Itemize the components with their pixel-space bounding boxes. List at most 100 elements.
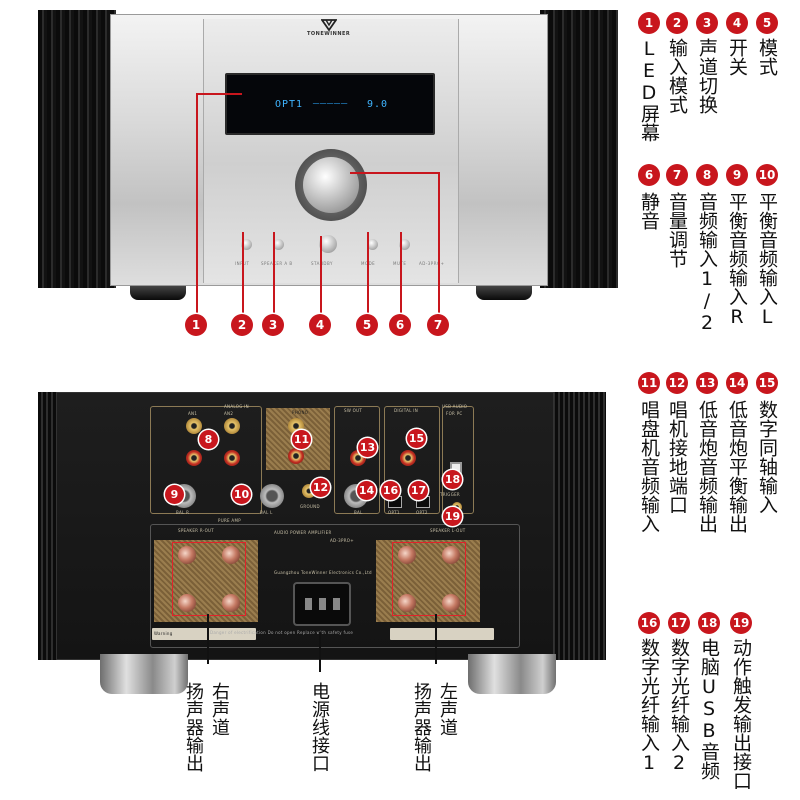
- legend-label-19: 动作触发输出接口: [730, 638, 752, 790]
- pure-amp-label: PURE AMP: [218, 518, 241, 523]
- speaker-l-out-label: SPEAKER L-OUT: [430, 528, 466, 533]
- opt2-label: OPT2: [416, 510, 428, 515]
- legend-label-8: 音频输入1/2: [696, 192, 718, 334]
- warning-plate-cn: [390, 628, 494, 640]
- l-speaker-b-minus[interactable]: [398, 594, 416, 612]
- ground-label: GROUND: [300, 504, 320, 509]
- legend-badge-18: 18: [698, 612, 720, 634]
- analog-in-label: ANALOG IN: [224, 404, 249, 409]
- usb-section: [442, 406, 474, 514]
- rear-foot-left: [100, 654, 188, 694]
- front-badge-3: 3: [262, 314, 284, 336]
- rear-left-heatsink: [38, 392, 58, 660]
- bal-r-label: BAL R: [176, 510, 190, 515]
- legend-label-18: 电脑USB音频: [698, 638, 720, 780]
- mute-button[interactable]: [399, 239, 410, 250]
- legend-badge-11: 11: [638, 372, 660, 394]
- legend-badge-14: 14: [726, 372, 748, 394]
- power-inlet[interactable]: [293, 582, 351, 626]
- legend-badge-2: 2: [666, 12, 688, 34]
- rear-badge-19: 19: [443, 507, 462, 526]
- l-speaker-a-minus[interactable]: [442, 594, 460, 612]
- legend-label-7: 音量调节: [666, 192, 688, 268]
- analog-in-section: [150, 406, 262, 514]
- legend-badge-15: 15: [756, 372, 778, 394]
- legend-label-10: 平衡音频输入L: [756, 192, 778, 328]
- an2-label: AN2: [224, 411, 234, 416]
- rear-foot-right: [468, 654, 556, 694]
- opt1-label: OPT1: [388, 510, 400, 515]
- speaker-ab-button[interactable]: [273, 239, 284, 250]
- legend-label-14: 低音炮平衡输出: [726, 400, 748, 533]
- l-speaker-a-plus[interactable]: [442, 546, 460, 564]
- bal-l-xlr[interactable]: [260, 484, 284, 508]
- mute-label: MUTE: [393, 261, 406, 266]
- model-label: AD-3PRO+: [419, 261, 445, 266]
- coax-in-jack[interactable]: [400, 450, 416, 466]
- phono-label: PHONO: [292, 410, 309, 415]
- right-speaker-highlight: [172, 542, 246, 616]
- an2-r-jack[interactable]: [224, 450, 240, 466]
- legend-badge-6: 6: [638, 164, 660, 186]
- warning-text: Danger of electrification Do not open Re…: [210, 630, 354, 635]
- input-button[interactable]: [241, 239, 252, 250]
- front-badge-2: 2: [231, 314, 253, 336]
- front-badge-5: 5: [356, 314, 378, 336]
- front-badge-6: 6: [389, 314, 411, 336]
- right-speaker-panel: [154, 540, 258, 622]
- rear-model-label: AD-3PRO+: [330, 538, 354, 543]
- trigger-jack[interactable]: [452, 502, 462, 512]
- caption-right-channel: 右声道: [209, 682, 230, 736]
- an2-l-jack[interactable]: [224, 418, 240, 434]
- r-speaker-b-minus[interactable]: [222, 594, 240, 612]
- rear-badge-11: 11: [292, 430, 311, 449]
- for-pc-label: FOR PC: [446, 411, 463, 416]
- legend-badge-7: 7: [666, 164, 688, 186]
- an1-r-jack[interactable]: [186, 450, 202, 466]
- rear-badge-17: 17: [409, 481, 428, 500]
- legend-badge-10: 10: [756, 164, 778, 186]
- volume-knob[interactable]: [303, 157, 359, 213]
- standby-button[interactable]: [319, 235, 337, 253]
- display-input-readout: OPT1: [275, 99, 304, 110]
- rear-badge-18: 18: [443, 470, 462, 489]
- legend-label-3: 声道切换: [696, 38, 718, 114]
- r-speaker-a-plus[interactable]: [178, 546, 196, 564]
- caption-right-speaker: 扬声器输出: [183, 682, 204, 772]
- left-heatsink: [38, 10, 116, 288]
- legend-badge-1: 1: [638, 12, 660, 34]
- an1-l-jack[interactable]: [186, 418, 202, 434]
- rear-badge-12: 12: [311, 478, 330, 497]
- rear-right-heatsink: [550, 392, 606, 660]
- warning-plate: Warning: [152, 628, 256, 640]
- speaker-r-out-label: SPEAKER R-OUT: [178, 528, 215, 533]
- l-speaker-b-plus[interactable]: [398, 546, 416, 564]
- legend-label-6: 静音: [638, 192, 660, 230]
- brand-logo-icon: [321, 19, 337, 31]
- rear-badge-10: 10: [232, 485, 251, 504]
- left-speaker-highlight: [392, 542, 466, 616]
- legend-badge-8: 8: [696, 164, 718, 186]
- front-badge-4: 4: [309, 314, 331, 336]
- display-volume-readout: 9.0: [367, 99, 389, 110]
- trigger-label: TRIGGER: [440, 492, 461, 497]
- front-faceplate: TONEWINNER OPT1 ───── 9.0 INPUT SPEAKER …: [110, 14, 548, 286]
- legend-badge-4: 4: [726, 12, 748, 34]
- legend-label-4: 开关: [726, 38, 748, 76]
- legend-label-16: 数字光纤输入1: [638, 638, 660, 774]
- rear-badge-9: 9: [165, 485, 184, 504]
- sw-out-label: SW OUT: [344, 408, 363, 413]
- digital-in-label: DIGITAL IN: [394, 408, 419, 413]
- phono-r-jack[interactable]: [288, 448, 304, 464]
- legend-badge-19: 19: [730, 612, 752, 634]
- legend-badge-17: 17: [668, 612, 690, 634]
- r-speaker-b-plus[interactable]: [222, 546, 240, 564]
- an1-label: AN1: [188, 411, 198, 416]
- mode-button[interactable]: [367, 239, 378, 250]
- caption-left-speaker: 扬声器输出: [411, 682, 432, 772]
- speaker-power-section: [150, 524, 520, 648]
- r-speaker-a-minus[interactable]: [178, 594, 196, 612]
- legend-badge-9: 9: [726, 164, 748, 186]
- legend-label-15: 数字同轴输入: [756, 400, 778, 514]
- rear-badge-13: 13: [358, 438, 377, 457]
